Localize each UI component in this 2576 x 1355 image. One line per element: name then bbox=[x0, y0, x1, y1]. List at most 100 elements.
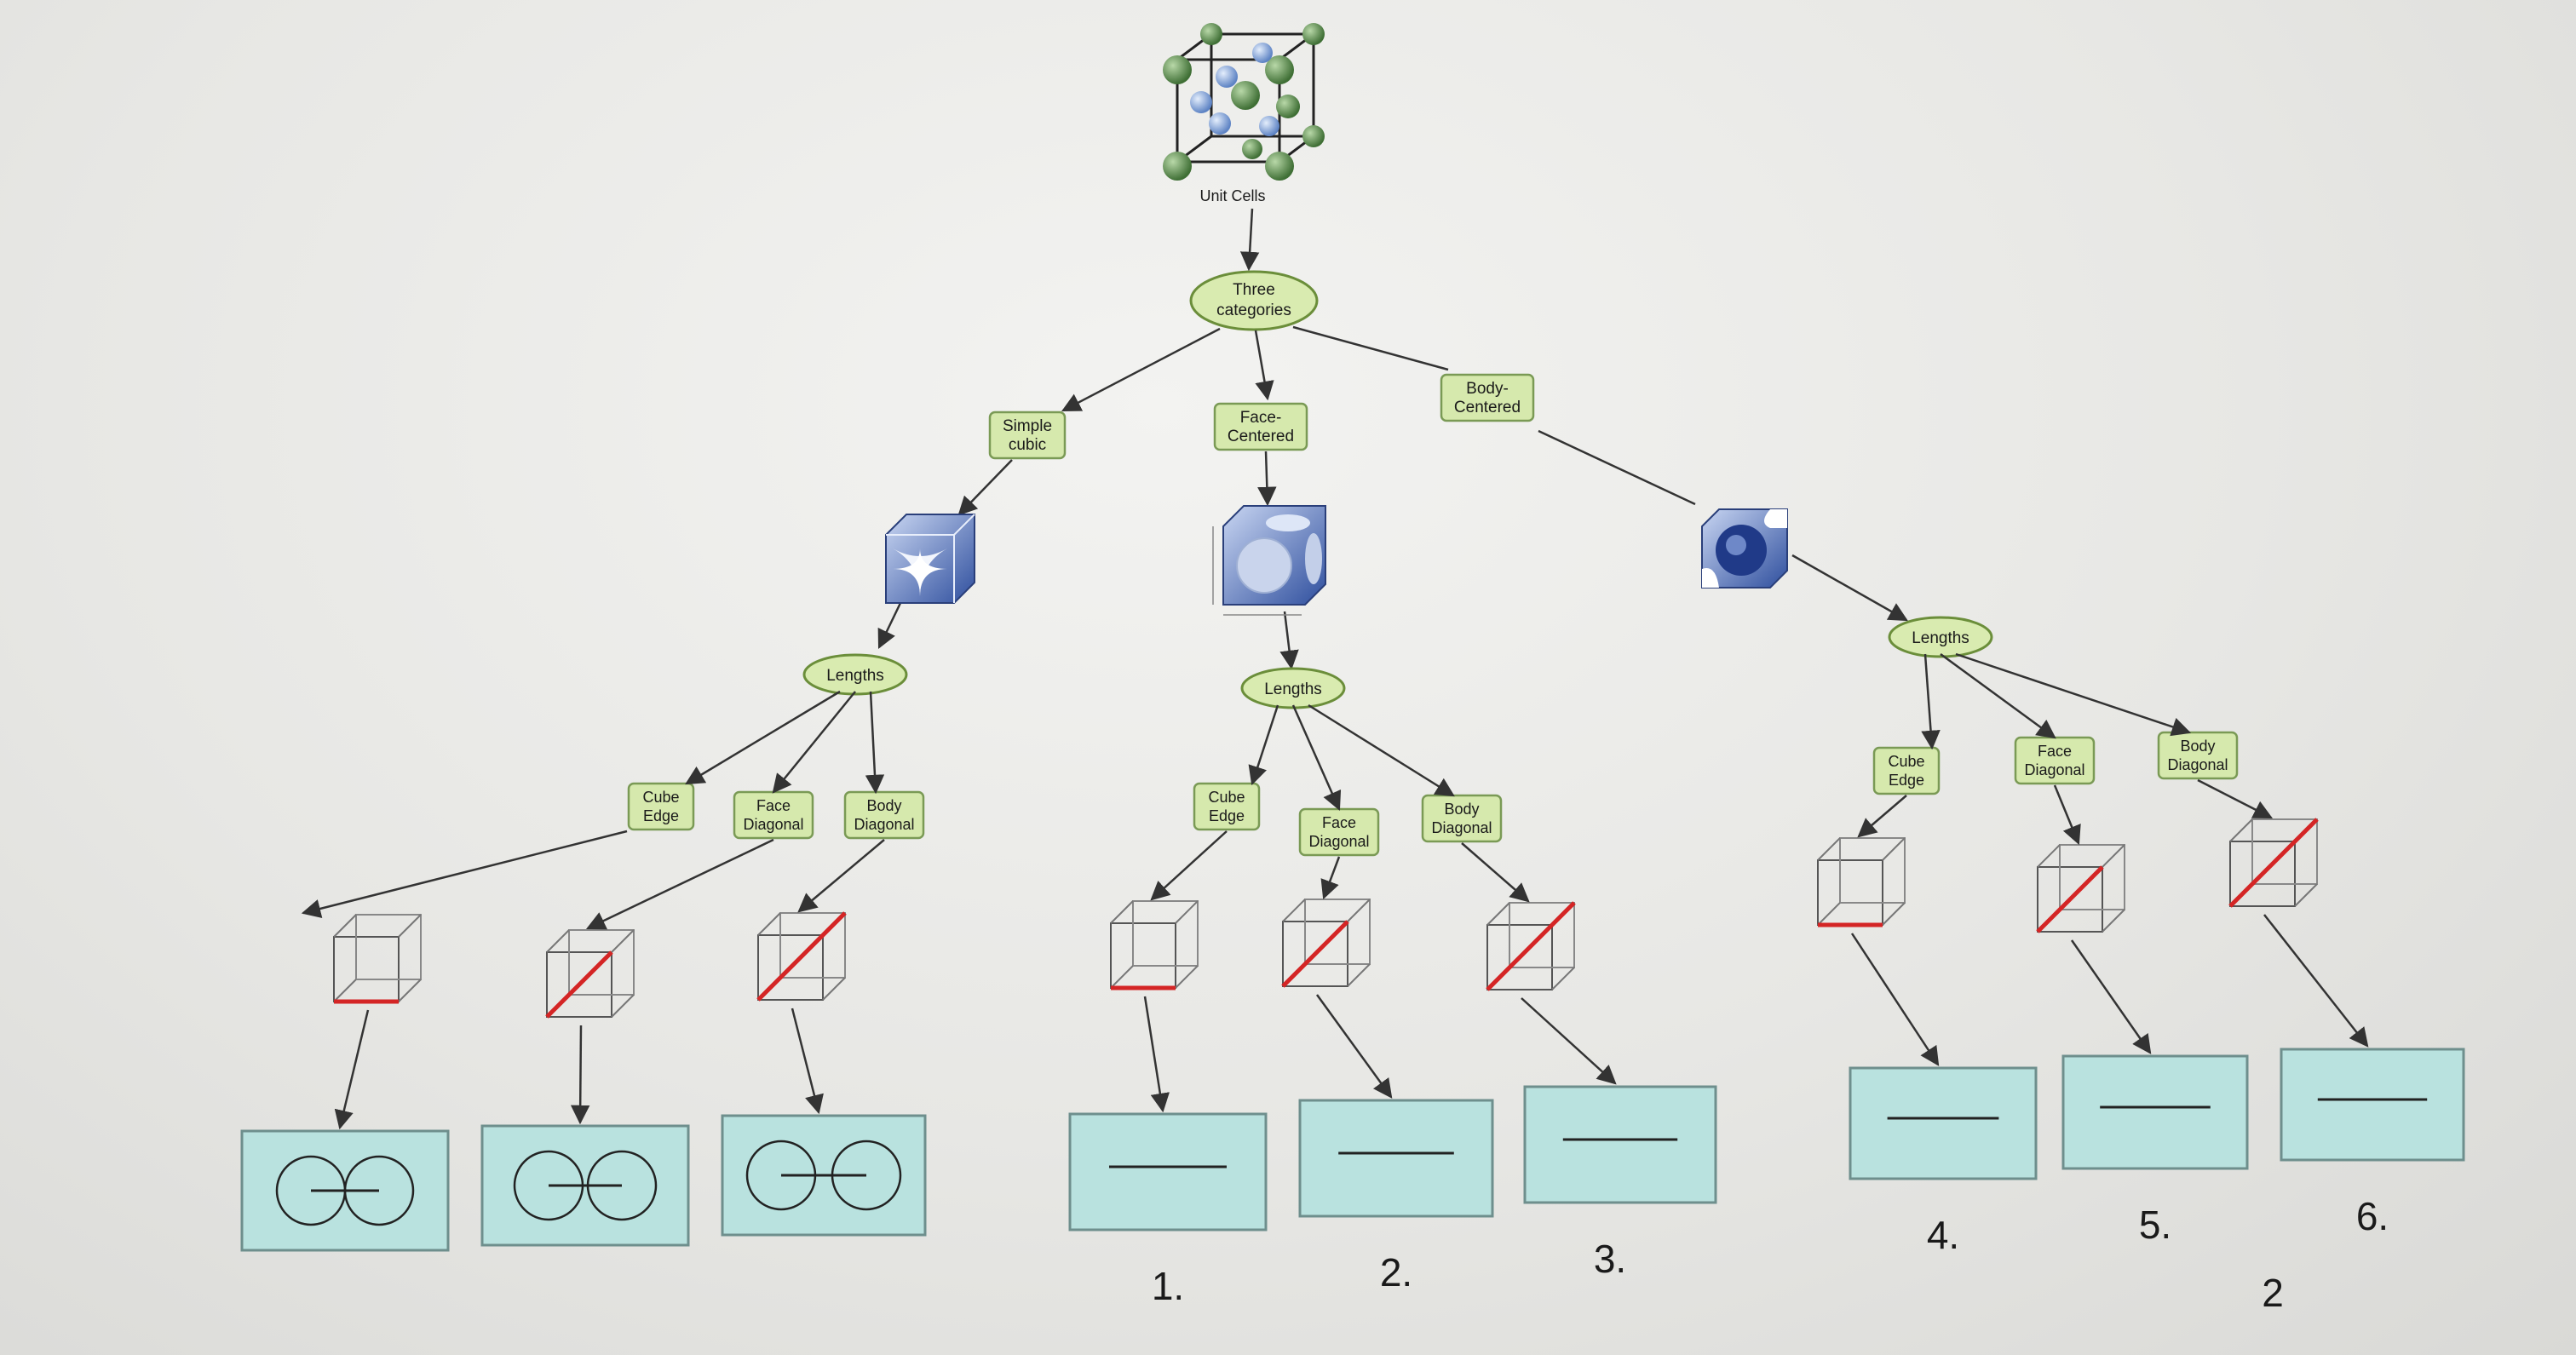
arrow-to-label bbox=[1308, 703, 1455, 797]
length-type-line2: Diagonal bbox=[1431, 819, 1492, 836]
arrow-to-answer bbox=[334, 1009, 370, 1130]
length-type-line1: Body bbox=[2180, 738, 2215, 755]
length-type-line2: Diagonal bbox=[743, 816, 803, 833]
arrow-to-label bbox=[1248, 704, 1279, 786]
arrow-to-label bbox=[772, 691, 856, 794]
arrow-to-cube bbox=[585, 838, 774, 930]
branch-simple-line1: Simple bbox=[1003, 417, 1052, 435]
length-type-line1: Cube bbox=[1208, 789, 1245, 806]
branch-face-centered: Face- Centered bbox=[1213, 402, 1308, 451]
body-centered-cell-icon bbox=[1701, 508, 1788, 589]
arrow-to-answer bbox=[2070, 939, 2152, 1054]
arrow-to-answer bbox=[1850, 933, 1940, 1066]
highlighted-length-line bbox=[2036, 865, 2104, 933]
answer-number: 3. bbox=[1594, 1237, 1626, 1281]
branch-simple-cubic: Simple cubic bbox=[988, 411, 1067, 460]
length-type-line1: Face bbox=[756, 797, 791, 814]
branch-body-line2: Centered bbox=[1454, 399, 1521, 416]
branch-simple-line2: cubic bbox=[1009, 436, 1046, 454]
crystal-lattice-icon bbox=[1163, 23, 1325, 181]
length-type-line1: Cube bbox=[642, 789, 679, 806]
root-caption: Unit Cells bbox=[1199, 187, 1265, 204]
connector-arrows bbox=[877, 208, 1908, 670]
answer-box[interactable] bbox=[1849, 1066, 2038, 1180]
highlighted-length-line bbox=[2228, 818, 2319, 908]
highlighted-length-line bbox=[756, 911, 847, 1002]
lengths-label: Lengths bbox=[826, 667, 884, 685]
lengths-label: Lengths bbox=[1912, 629, 1969, 647]
wireframe-cube-icon bbox=[545, 929, 635, 1019]
length-type-line2: Edge bbox=[643, 807, 679, 824]
lower-branches: LengthsCubeEdgeFaceDiagonalBodyDiagonalL… bbox=[240, 616, 2465, 1308]
wireframe-cube-icon bbox=[2036, 844, 2125, 933]
arrow-to-cube bbox=[1461, 842, 1530, 903]
answer-box[interactable] bbox=[2280, 1048, 2465, 1162]
wireframe-cube-icon bbox=[1110, 900, 1199, 990]
answer-number: 6. bbox=[2356, 1194, 2389, 1238]
arrow-to-cube bbox=[301, 830, 628, 918]
answer-box[interactable] bbox=[721, 1114, 927, 1237]
branch-face-line1: Face- bbox=[1240, 409, 1282, 427]
length-type-line1: Face bbox=[1322, 814, 1356, 831]
length-type-line1: Body bbox=[866, 797, 901, 814]
arrow-to-answer bbox=[1143, 996, 1170, 1113]
lengths-node bbox=[1888, 616, 1993, 658]
three-categories-line1: Three bbox=[1233, 281, 1275, 299]
length-type-line2: Diagonal bbox=[854, 816, 914, 833]
arrow-to-cube bbox=[1150, 830, 1228, 901]
arrow-to-cube bbox=[1320, 856, 1341, 900]
arrow-to-label bbox=[865, 691, 885, 795]
highlighted-length-line bbox=[545, 950, 613, 1019]
arrow-to-cube bbox=[1857, 795, 1907, 838]
wireframe-cube-icon bbox=[1817, 837, 1906, 927]
answer-number: 4. bbox=[1927, 1213, 1959, 1257]
answer-box[interactable] bbox=[1068, 1112, 1268, 1232]
answer-number: 1. bbox=[1152, 1264, 1184, 1308]
wireframe-cube-icon bbox=[1281, 899, 1371, 988]
face-centered-cell-icon bbox=[1212, 505, 1326, 616]
length-type-line2: Diagonal bbox=[1308, 833, 1369, 850]
lengths-node bbox=[802, 653, 908, 696]
answer-number: 5. bbox=[2139, 1203, 2171, 1247]
arrow-to-answer bbox=[2263, 914, 2369, 1048]
arrow-to-label bbox=[1940, 652, 2056, 739]
answer-box[interactable] bbox=[2061, 1054, 2249, 1170]
answer-box[interactable] bbox=[1298, 1099, 1494, 1218]
simple-cubic-cell-icon bbox=[885, 514, 975, 604]
page-number: 2 bbox=[2262, 1271, 2284, 1315]
branch-body-line1: Body- bbox=[1466, 380, 1509, 398]
answer-box[interactable] bbox=[480, 1124, 690, 1247]
arrow-to-answer bbox=[1315, 994, 1393, 1099]
arrow-to-cube bbox=[2197, 778, 2274, 819]
highlighted-length-line bbox=[1486, 901, 1576, 991]
arrow-to-label bbox=[1921, 653, 1941, 750]
arrow-to-cube bbox=[2053, 784, 2081, 846]
answer-box[interactable] bbox=[1523, 1085, 1717, 1204]
arrow-to-answer bbox=[791, 1008, 824, 1115]
three-categories-node: Three categories bbox=[1189, 270, 1319, 331]
length-type-line1: Cube bbox=[1888, 753, 1924, 770]
answer-box[interactable] bbox=[240, 1129, 450, 1252]
length-type-line2: Edge bbox=[1889, 772, 1924, 789]
length-type-line1: Body bbox=[1444, 801, 1479, 818]
wireframe-cube-icon bbox=[1486, 901, 1576, 991]
arrow-to-cube bbox=[797, 839, 885, 913]
length-type-line2: Edge bbox=[1209, 807, 1245, 824]
arrow-to-label bbox=[685, 690, 841, 785]
arrow-to-label bbox=[1955, 652, 2192, 737]
wireframe-cube-icon bbox=[756, 911, 847, 1002]
length-type-line1: Face bbox=[2038, 743, 2072, 760]
three-categories-line2: categories bbox=[1216, 301, 1291, 319]
length-type-line2: Diagonal bbox=[2024, 761, 2084, 778]
arrow-to-answer bbox=[1521, 997, 1617, 1085]
